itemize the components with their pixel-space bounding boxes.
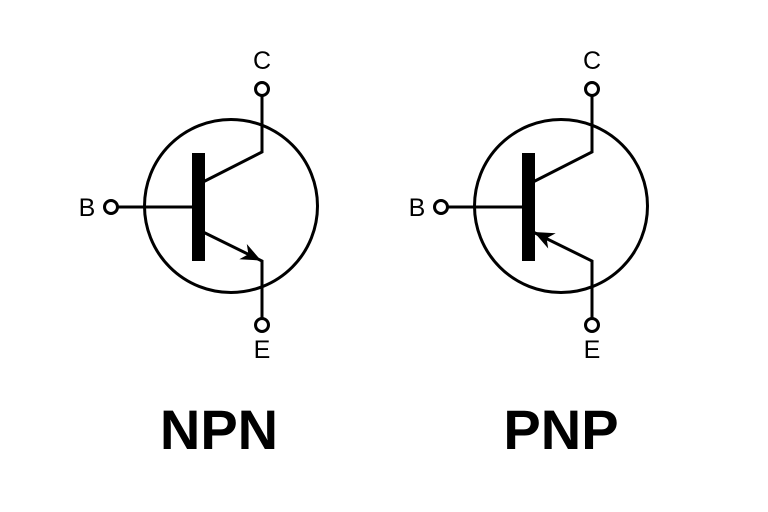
npn-emitter-terminal [254, 317, 270, 333]
pnp-emitter-arrow-icon [534, 232, 556, 249]
npn-emitter-lead [200, 229, 264, 319]
pnp-collector-lead [530, 95, 594, 185]
pnp-symbol: B C E PNP [409, 47, 649, 461]
pnp-emitter-lead [530, 229, 594, 319]
pnp-collector-label: C [583, 47, 601, 75]
npn-base-terminal [103, 199, 119, 215]
pnp-base-terminal [433, 199, 449, 215]
pnp-emitter-terminal [584, 317, 600, 333]
pnp-caption: PNP [503, 398, 618, 461]
npn-emitter-label: E [254, 336, 271, 364]
pnp-collector-terminal [584, 81, 600, 97]
npn-collector-lead [200, 95, 264, 185]
npn-emitter-arrow-icon [239, 244, 261, 261]
pnp-emitter-label: E [584, 336, 601, 364]
pnp-base-label: B [409, 194, 426, 222]
npn-collector-terminal [254, 81, 270, 97]
pnp-base-bar [522, 153, 535, 261]
npn-base-bar [192, 153, 205, 261]
npn-base-label: B [79, 194, 96, 222]
npn-symbol: B C E NPN [79, 47, 319, 461]
npn-caption: NPN [160, 398, 278, 461]
npn-collector-label: C [253, 47, 271, 75]
